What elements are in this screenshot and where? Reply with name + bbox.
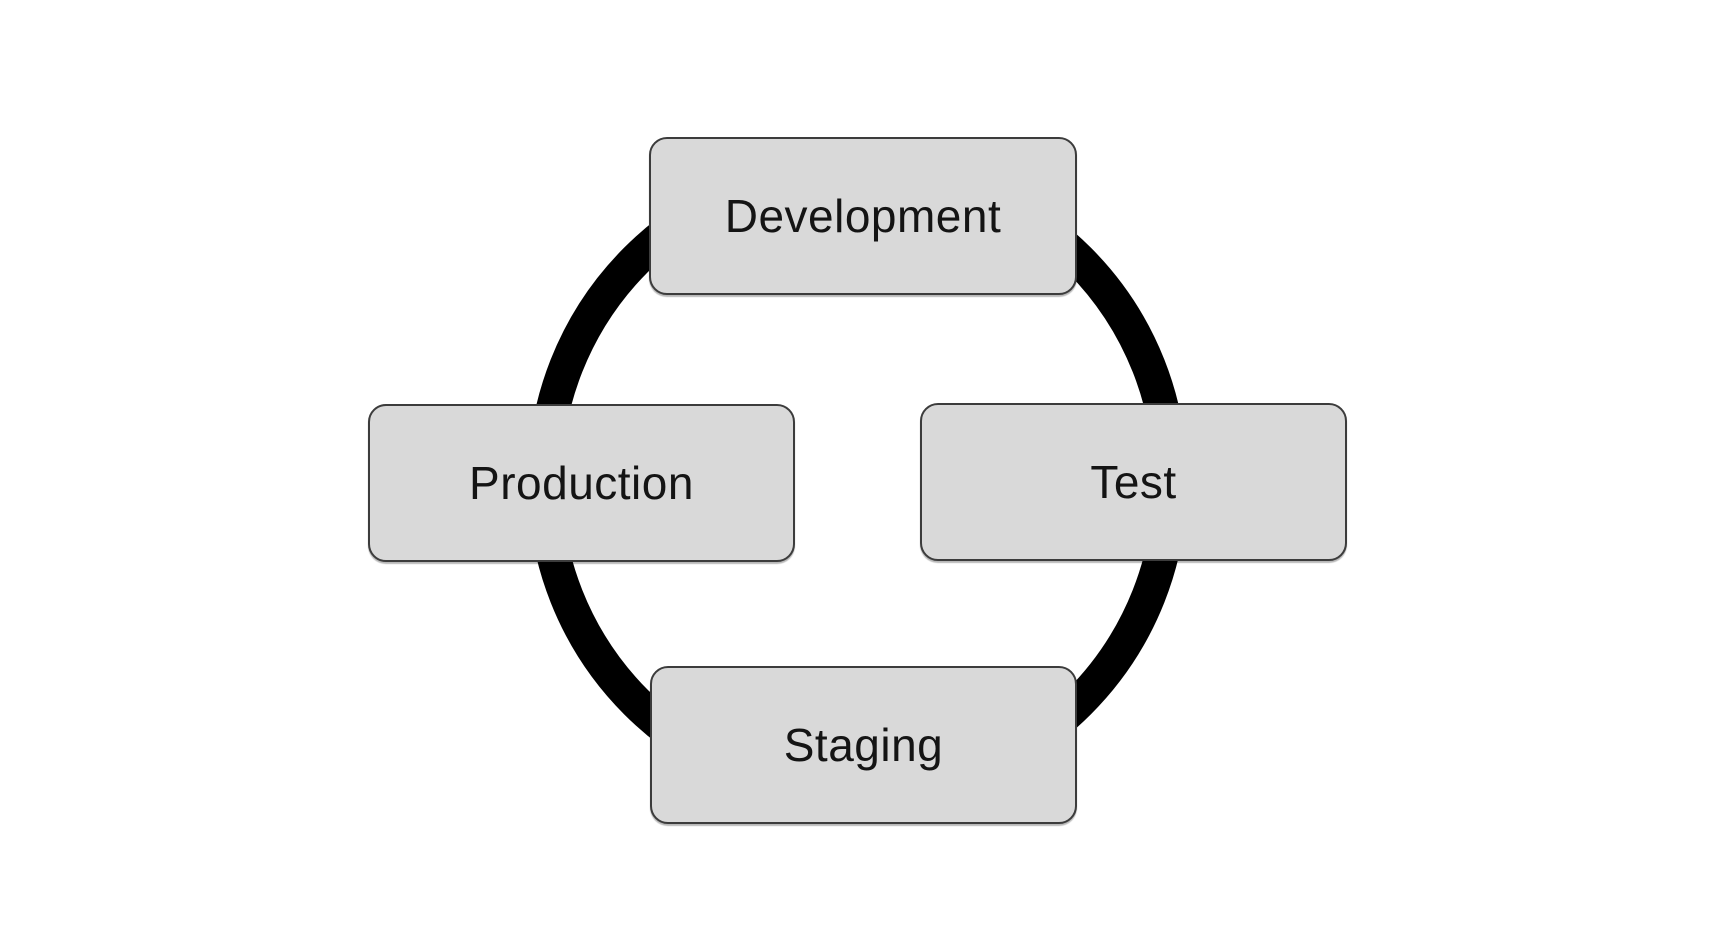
node-development: Development (649, 137, 1077, 295)
node-staging-label: Staging (783, 719, 944, 771)
node-test-label: Test (1090, 456, 1177, 508)
node-staging: Staging (650, 666, 1077, 824)
node-test: Test (920, 403, 1347, 561)
node-production: Production (368, 404, 795, 562)
node-development-label: Development (724, 190, 1002, 242)
node-production-label: Production (469, 457, 694, 509)
